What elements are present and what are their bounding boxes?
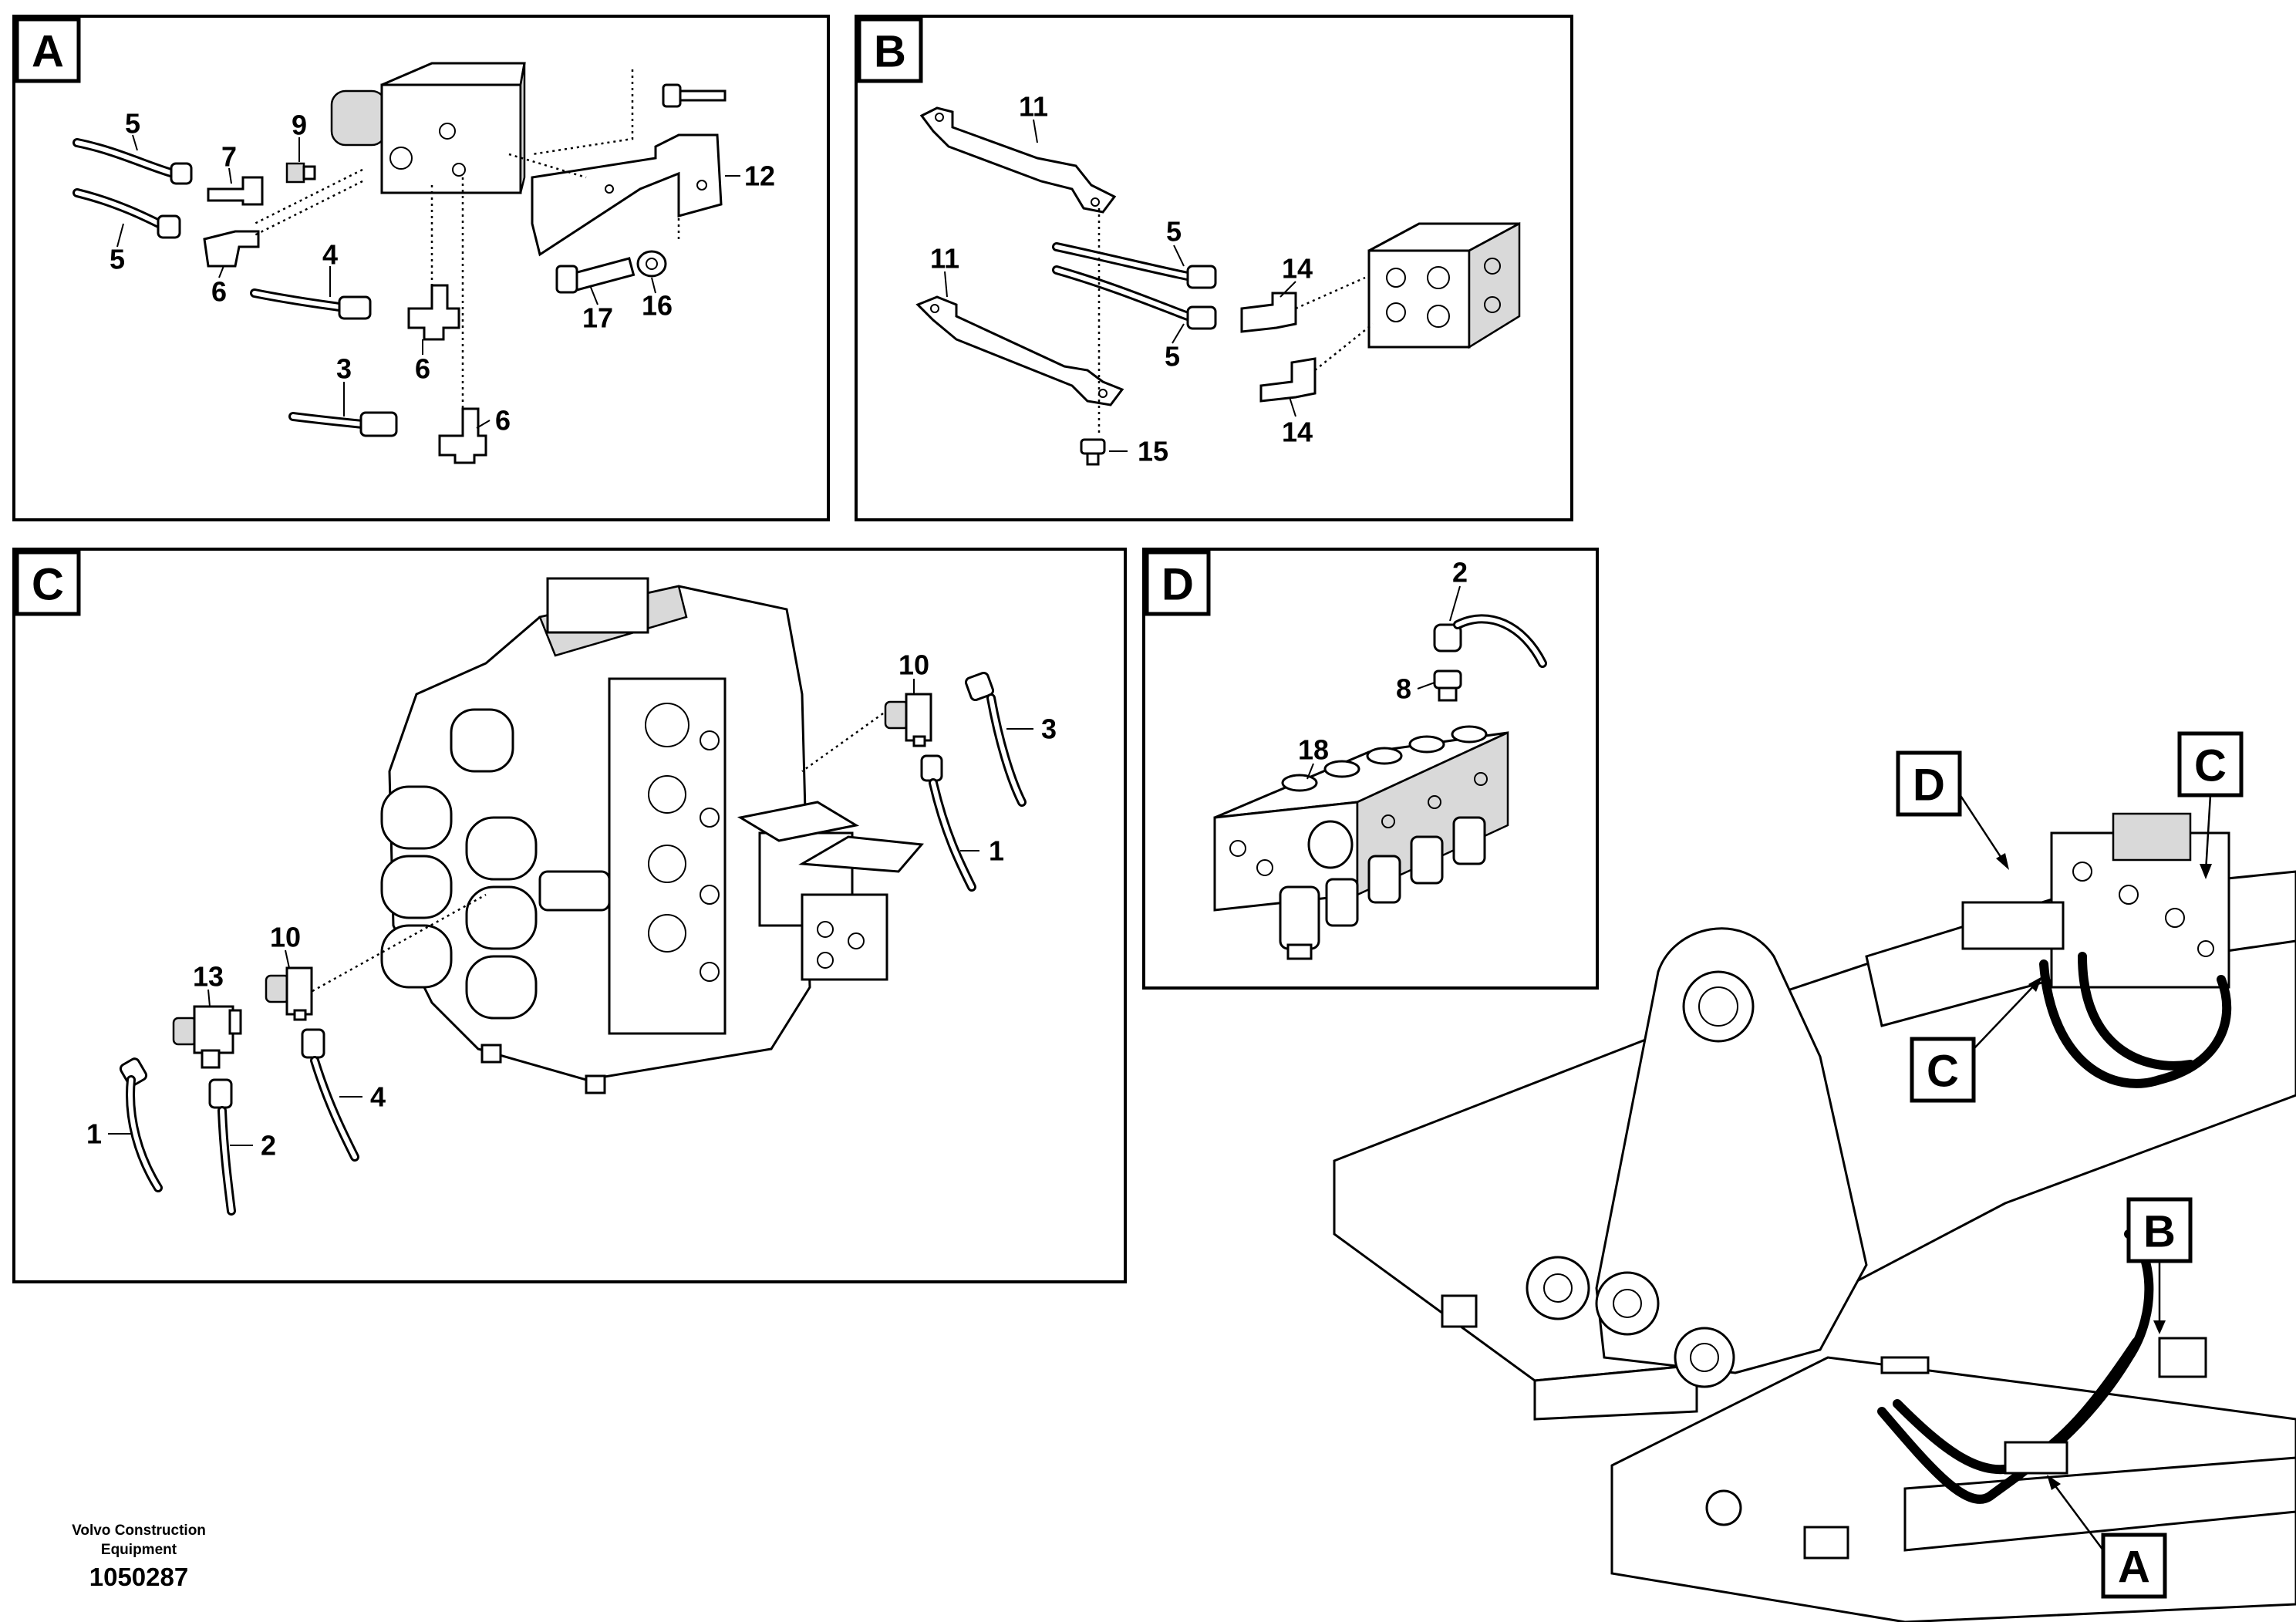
hose-3-c [964,671,1027,807]
panel-c-tag: C [32,560,64,610]
panel-d-tag: D [1161,560,1194,610]
overview-tag-b: B [2143,1207,2176,1257]
elbow-6-upper [203,230,260,268]
bracket-12 [531,133,723,257]
panel-a: A [12,15,830,521]
overview-hose-group [1877,1229,2207,1504]
main-control-valve [380,577,924,1094]
callout-b-11-upper: 11 [1019,91,1048,123]
footer-company-line2: Equipment [100,1542,177,1558]
overview-tag-c-top: C [2194,741,2227,791]
footer-company-line1: Volvo Construction [72,1523,206,1539]
hose-1-c-top [920,754,976,892]
callout-b-15: 15 [1138,436,1168,467]
washer-16 [636,250,667,278]
hose-2-c [208,1078,236,1216]
panel-b: B [855,15,1573,521]
hose-2-d [1433,614,1547,668]
fitting-10-lower [265,966,313,1021]
callout-c-1-top: 1 [989,835,1004,867]
bolt-15 [1080,438,1106,466]
tee-13 [172,1005,242,1069]
callout-b-14-lower: 14 [1282,416,1313,448]
callout-c-4: 4 [370,1081,386,1113]
tee-6-lower [438,407,487,464]
overview-valve-assembly [1961,812,2232,1088]
elbow-7 [207,176,264,206]
callout-c-10-lower: 10 [270,922,301,953]
fitting-8 [1433,669,1462,702]
hose-5-b-upper [1052,242,1217,289]
callout-b-11-lower: 11 [930,243,959,275]
hose-5-upper [72,138,193,185]
callout-b-14-upper: 14 [1282,253,1313,285]
footer-company: Volvo Construction Equipment [46,1521,231,1560]
panel-b-tag: B [874,27,906,77]
callout-d-18: 18 [1298,734,1329,766]
callout-d-8: 8 [1396,673,1411,705]
callout-a-6-lower: 6 [495,405,511,437]
fitting-9 [285,162,316,184]
bolt-top [662,83,727,108]
hose-4 [250,288,372,320]
callout-c-10-top: 10 [899,649,929,681]
hose-5-b-lower [1052,265,1217,330]
callout-a-16: 16 [642,290,673,322]
callout-a-5-bottom: 5 [110,244,125,275]
elbow-14-lower [1259,357,1317,403]
solenoid-valve [330,62,526,194]
machine-overview: D C C B A [1333,731,2296,1622]
callout-a-5-top: 5 [125,108,140,140]
hose-4-c [301,1028,359,1162]
overview-tag-c-lower: C [1927,1047,1959,1097]
panel-d: D [1142,548,1599,990]
callout-c-2: 2 [261,1130,276,1162]
callout-a-6-middle: 6 [415,353,430,385]
manifold-block-b [1367,221,1521,349]
callout-c-1-lower: 1 [86,1118,102,1150]
panel-a-tag: A [32,27,64,77]
hose-5-lower [72,188,181,239]
overview-tag-a: A [2118,1543,2150,1593]
callout-a-6-upper: 6 [211,276,227,308]
callout-b-5-lower: 5 [1165,341,1180,373]
panel-c: C [12,548,1127,1283]
bracket-11-upper [919,106,1117,214]
callout-c-3: 3 [1041,713,1057,745]
callout-a-4: 4 [322,239,338,271]
callout-d-2: 2 [1452,557,1468,588]
manifold-18 [1213,725,1509,960]
callout-b-5-upper: 5 [1166,216,1182,248]
hose-3 [288,411,398,437]
callout-a-7: 7 [221,141,237,173]
callout-c-13: 13 [193,961,224,993]
overview-tag-d: D [1913,760,1945,811]
footer-drawing-id: 1050287 [89,1563,189,1591]
callout-a-17: 17 [582,302,613,334]
callout-a-3: 3 [336,353,352,385]
callout-a-12: 12 [744,160,775,192]
fitting-10-top [884,693,932,747]
bolt-17 [555,257,636,294]
callout-a-9: 9 [292,110,307,141]
hose-1-c-lower [119,1057,163,1192]
